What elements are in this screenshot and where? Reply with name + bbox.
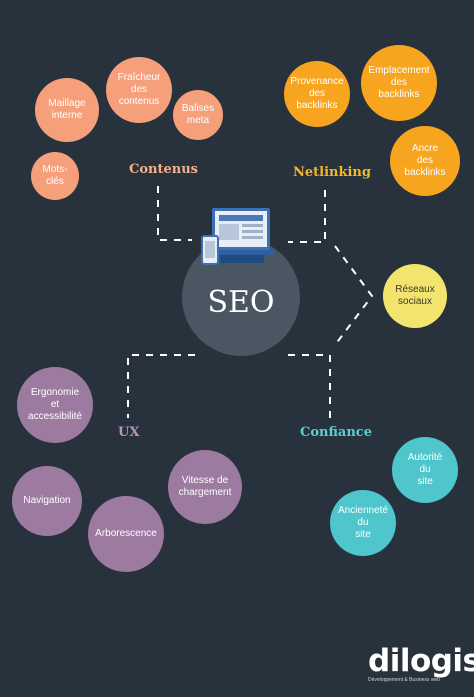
connector-confiance xyxy=(288,354,331,418)
logo-text: dilogis xyxy=(368,643,474,679)
connector-ux xyxy=(127,354,195,418)
bubble-navigation: Navigation xyxy=(12,466,82,536)
bubble-reseaux-sociaux: Réseaux sociaux xyxy=(383,264,447,328)
category-netlinking: Netlinking xyxy=(293,165,371,180)
connector-contenus xyxy=(157,186,192,241)
devices-icon xyxy=(201,208,274,265)
connector-netlinking xyxy=(288,190,326,243)
logo-tagline: Développement & Business web xyxy=(368,677,440,683)
bubble-autorite-site: Autorité du site xyxy=(392,437,458,503)
dilogis-logo: dilogis Développement & Business web xyxy=(368,643,474,690)
bubble-ancre-backlinks: Ancre des backlinks xyxy=(390,126,460,196)
bubble-vitesse-chargement: Vitesse de chargement xyxy=(168,450,242,524)
bubble-emplacement-backlinks: Emplacement des backlinks xyxy=(361,45,437,121)
category-ux: UX xyxy=(118,425,140,440)
bubble-fraicheur-contenus: Fraîcheur des contenus xyxy=(106,57,172,123)
bubble-ergonomie-accessibilite: Ergonomie et accessibilité xyxy=(17,367,93,443)
bubble-provenance-backlinks: Provenance des backlinks xyxy=(284,61,350,127)
bubble-maillage-interne: Maillage interne xyxy=(35,78,99,142)
seo-label: SEO xyxy=(207,284,275,320)
category-contenus: Contenus xyxy=(129,162,198,177)
category-confiance: Confiance xyxy=(300,425,372,440)
bubble-balises-meta: Balises meta xyxy=(173,90,223,140)
connector-reseaux xyxy=(334,245,374,346)
bubble-anciennete-site: Ancienneté du site xyxy=(330,490,396,556)
bubble-arborescence: Arborescence xyxy=(88,496,164,572)
bubble-mots-cles: Mots- clés xyxy=(31,152,79,200)
